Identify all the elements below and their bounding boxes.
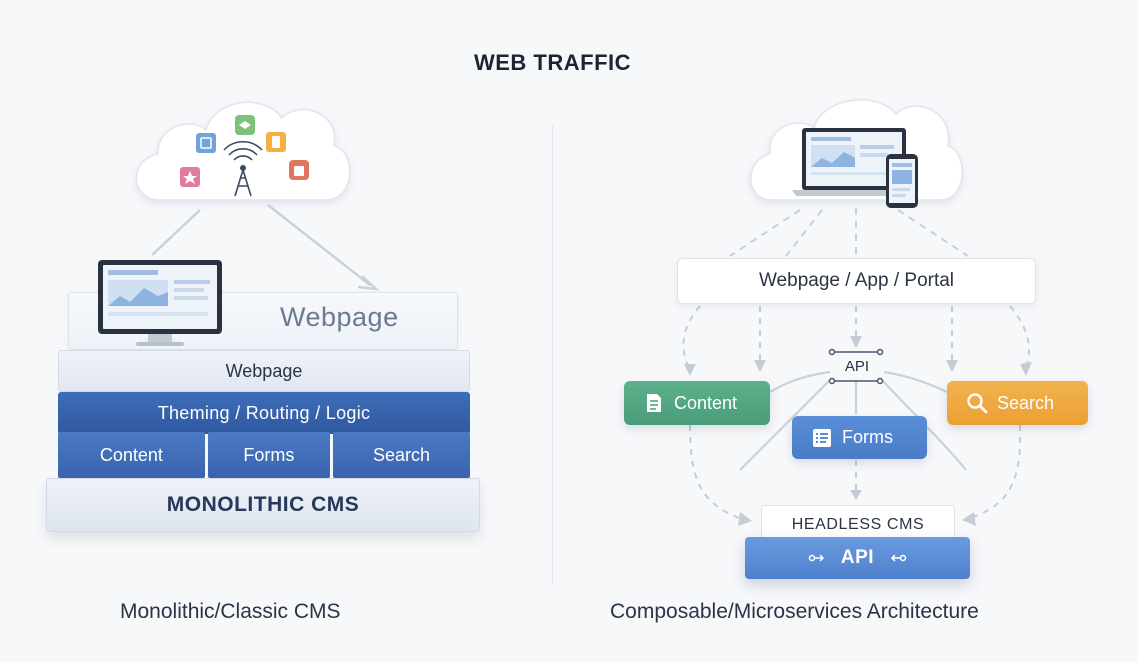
forms-service-label: Forms <box>842 427 893 447</box>
diagram-title: WEB TRAFFIC <box>473 50 632 75</box>
phone-icon <box>886 154 918 208</box>
forms-service: Forms <box>792 416 927 459</box>
search-icon <box>967 392 988 414</box>
connector-right-icon <box>884 547 907 569</box>
center-divider <box>552 125 553 585</box>
cloud-portal-links <box>729 208 969 257</box>
theming-layer: Theming / Routing / Logic <box>58 392 470 434</box>
search-service-label: Search <box>997 392 1055 413</box>
api-bar: API <box>745 537 970 579</box>
module-content: Content <box>58 432 205 478</box>
list-form-icon <box>812 427 832 449</box>
webpage-layer: Webpage <box>58 350 470 392</box>
left-caption: Monolithic/Classic CMS <box>120 600 341 623</box>
right-caption: Composable/Microservices Architecture <box>610 600 979 623</box>
arrow-heads <box>684 336 1032 526</box>
api-connector-icon <box>828 348 884 385</box>
module-search: Search <box>333 432 471 478</box>
api-hub-label: API <box>844 357 870 375</box>
monitor-icon <box>98 260 222 346</box>
webpage-big-label: Webpage <box>280 302 399 332</box>
document-icon <box>644 392 664 414</box>
search-service: Search <box>947 381 1088 425</box>
api-hub-links <box>739 370 967 471</box>
content-service-label: Content <box>674 392 738 413</box>
module-forms: Forms <box>207 432 331 478</box>
api-bar-label: API <box>840 547 875 568</box>
content-service: Content <box>624 381 770 425</box>
monolithic-base-layer: MONOLITHIC CMS <box>46 478 480 532</box>
modules-row: Content Forms Search <box>58 432 471 478</box>
portal-box: Webpage / App / Portal <box>677 258 1036 304</box>
cloud-arrow-left <box>151 209 201 256</box>
cloud-arrow-right <box>267 204 371 286</box>
broadcast-tower-icon <box>223 141 263 197</box>
connector-left-icon <box>808 547 831 569</box>
